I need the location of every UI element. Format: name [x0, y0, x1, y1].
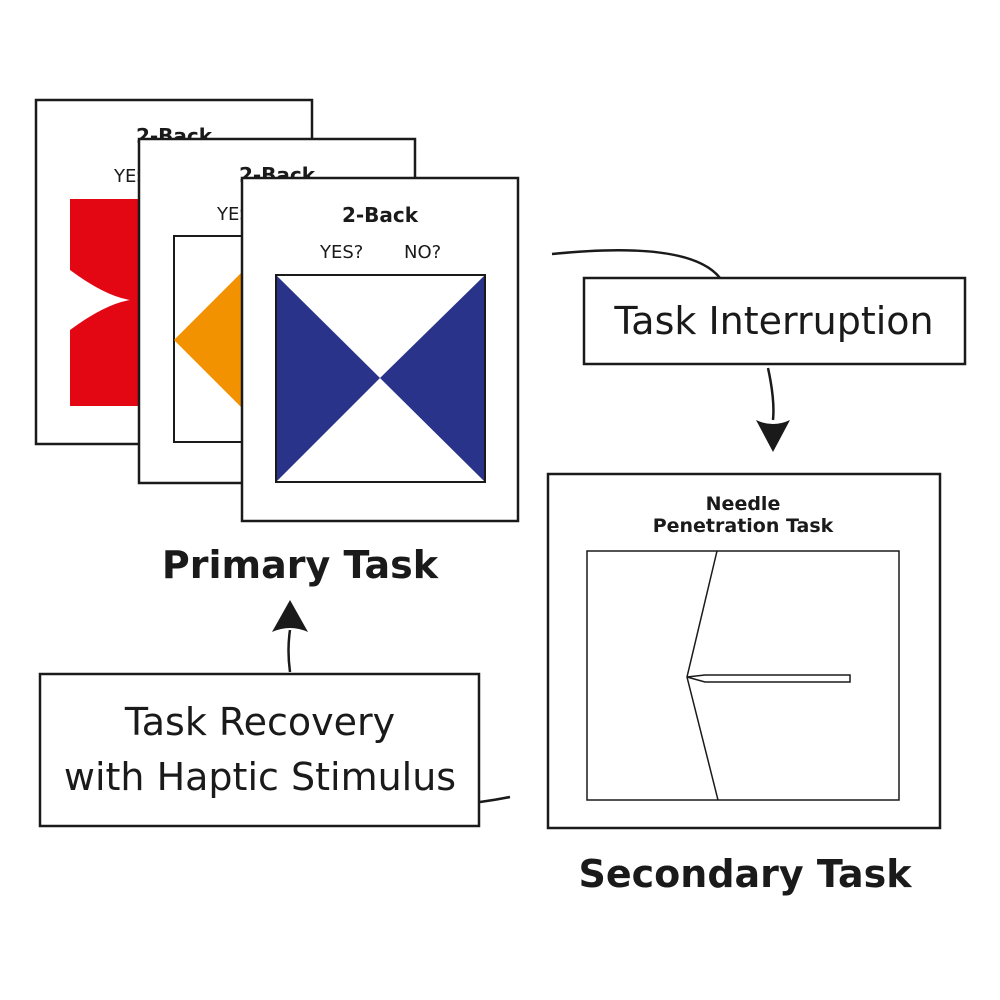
card-front-yes: YES? — [319, 242, 363, 263]
task-recovery-line2: with Haptic Stimulus — [64, 755, 456, 799]
primary-task-label: Primary Task — [162, 543, 439, 587]
card-front-blue-triangle-right — [380, 276, 484, 481]
interruption-connector-top — [551, 248, 721, 279]
interruption-arrow-head — [756, 420, 790, 452]
card-front-no: NO? — [404, 242, 441, 263]
task-interruption-box — [582, 276, 967, 366]
recovery-arrow-head — [272, 600, 308, 632]
card-front: 2-Back YES? NO? — [240, 176, 520, 523]
interruption-arrow-shaft — [766, 367, 775, 421]
secondary-task-label: Secondary Task — [579, 852, 913, 896]
needle-title-line2: Penetration Task — [653, 515, 834, 537]
secondary-task-panel: Needle Penetration Task — [546, 472, 942, 830]
recovery-arrow-shaft — [287, 629, 292, 673]
needle-title-line1: Needle — [706, 493, 781, 515]
card-front-blue-triangle-left — [277, 276, 380, 481]
task-recovery-line1: Task Recovery — [124, 700, 395, 744]
task-interruption-label: Task Interruption — [613, 299, 933, 343]
card-front-title: 2-Back — [342, 203, 419, 227]
recovery-connector-right — [479, 795, 511, 804]
needle — [686, 674, 851, 683]
card-back-white-cusp — [70, 270, 130, 330]
task-recovery-box — [38, 672, 481, 828]
card-middle-orange-stimulus — [174, 270, 260, 410]
